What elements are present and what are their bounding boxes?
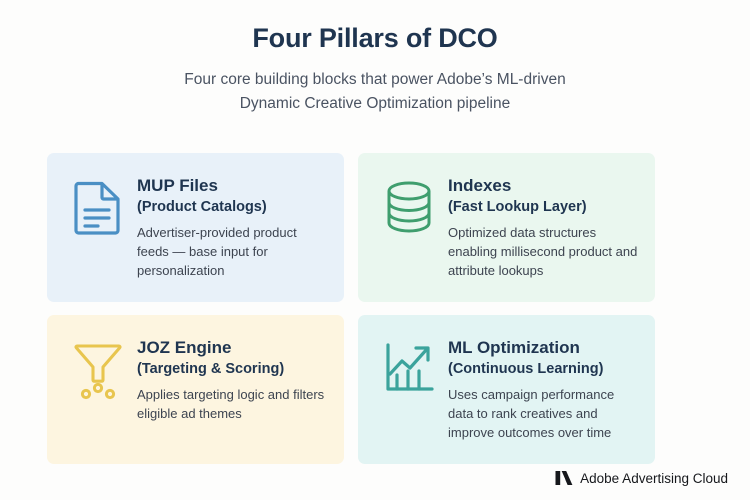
page-title: Four Pillars of DCO	[252, 23, 498, 53]
card-description: Advertiser-provided product feeds — base…	[137, 224, 297, 278]
card-description: Optimized data structures enabling milli…	[448, 224, 638, 278]
card-title: ML Optimization	[448, 338, 580, 357]
card-title: Indexes	[448, 176, 512, 195]
card-subtitle: (Product Catalogs)	[137, 198, 267, 215]
card-icon-slot	[380, 175, 438, 241]
card-body: ML Optimization (Continuous Learning) Us…	[438, 337, 639, 443]
card-joz-engine[interactable]: JOZ Engine (Targeting & Scoring) Applies…	[47, 315, 344, 464]
card-description: Uses campaign performance data to rank c…	[448, 386, 615, 440]
page-subtitle: Four core building blocks that power Ado…	[184, 71, 566, 113]
pillars-grid: MUP Files (Product Catalogs) Advertiser-…	[47, 153, 703, 464]
card-indexes[interactable]: Indexes (Fast Lookup Layer) Optimized da…	[358, 153, 655, 302]
card-body: JOZ Engine (Targeting & Scoring) Applies…	[127, 337, 328, 424]
footer-brand-label: Adobe Advertising Cloud	[580, 470, 728, 486]
footer-branding: Adobe Advertising Cloud	[555, 470, 728, 486]
card-title: JOZ Engine	[137, 338, 232, 357]
header: Four Pillars of DCO Four core building b…	[0, 0, 750, 116]
database-icon	[387, 181, 431, 233]
card-icon-slot	[69, 175, 127, 241]
card-body: MUP Files (Product Catalogs) Advertiser-…	[127, 175, 328, 281]
card-mup-files[interactable]: MUP Files (Product Catalogs) Advertiser-…	[47, 153, 344, 302]
card-icon-slot	[380, 337, 438, 403]
adobe-logo-icon	[555, 471, 573, 485]
card-ml-optimization[interactable]: ML Optimization (Continuous Learning) Us…	[358, 315, 655, 464]
card-body: Indexes (Fast Lookup Layer) Optimized da…	[438, 175, 639, 281]
card-icon-slot	[69, 337, 127, 403]
card-subtitle: (Targeting & Scoring)	[137, 360, 285, 377]
funnel-icon	[74, 344, 122, 400]
card-subtitle: (Continuous Learning)	[448, 360, 604, 377]
card-title: MUP Files	[137, 176, 218, 195]
growth-chart-icon	[386, 343, 434, 391]
card-description: Applies targeting logic and filters elig…	[137, 386, 325, 421]
document-icon	[74, 181, 120, 235]
card-subtitle: (Fast Lookup Layer)	[448, 198, 587, 215]
